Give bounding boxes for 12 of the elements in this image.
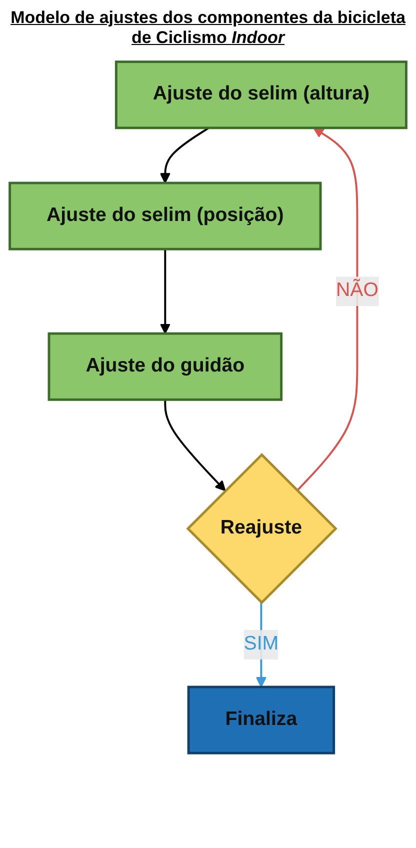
- edge-label: SIM: [244, 634, 279, 655]
- node-diamond: Reajuste: [186, 453, 338, 604]
- diagram-title: Modelo de ajustes dos componentes da bicicleta de Ciclismo Indoor: [10, 8, 406, 48]
- node-box: Finaliza: [187, 686, 336, 754]
- arrow: [160, 249, 171, 334]
- node-box: Ajuste do guidão: [48, 332, 283, 401]
- node-box: Ajuste do selim (posição): [8, 182, 322, 250]
- arrow: [296, 127, 358, 492]
- arrow: [160, 127, 210, 184]
- arrow: [164, 400, 226, 492]
- edge-label: NÃO: [336, 280, 378, 302]
- node-box: Ajuste do selim (altura): [114, 60, 408, 130]
